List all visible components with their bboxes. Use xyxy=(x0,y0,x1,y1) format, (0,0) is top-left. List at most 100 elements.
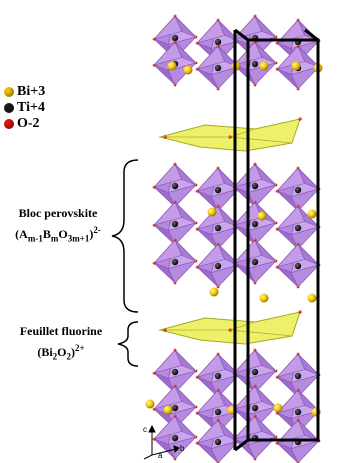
oxygen-atom xyxy=(173,162,177,166)
oxygen-atom xyxy=(253,238,257,242)
oxygen-atom xyxy=(216,242,220,246)
octahedron-face xyxy=(276,167,306,192)
oxygen-atom xyxy=(173,200,177,204)
bismuth-atom xyxy=(167,61,177,71)
titanium-atom xyxy=(294,224,302,232)
oxygen-atom xyxy=(228,135,232,139)
oxygen-atom xyxy=(195,411,199,415)
oxygen-atom xyxy=(152,261,156,265)
oxygen-atom xyxy=(194,259,198,263)
octahedron-face xyxy=(196,243,226,268)
titanium-atom xyxy=(251,258,259,266)
titanium-atom xyxy=(171,182,179,190)
octahedron-face xyxy=(290,440,321,463)
octahedron-face xyxy=(196,205,226,230)
titanium-atom xyxy=(171,258,179,266)
octahedron-face xyxy=(196,167,226,192)
octahedron-face xyxy=(196,19,226,44)
octahedron-face xyxy=(210,66,241,90)
bismuth-swatch xyxy=(4,87,14,97)
oxygen-atom xyxy=(216,166,220,170)
titanium-atom xyxy=(171,220,179,228)
oxygen-atom xyxy=(274,259,278,263)
bismuth-atom xyxy=(307,209,317,219)
octahedron-face xyxy=(210,264,241,288)
titanium-atom xyxy=(171,404,179,412)
axis-c-label: c xyxy=(143,425,147,434)
legend-label-oxygen: O-2 xyxy=(17,116,40,131)
octahedron-face xyxy=(153,349,183,374)
oxygen-atom xyxy=(275,189,279,193)
bismuth-atom xyxy=(259,293,269,303)
octahedron-face xyxy=(276,205,306,230)
titanium-atom xyxy=(214,64,222,72)
fluorine-sheet-plane xyxy=(158,118,301,152)
oxygen-atom xyxy=(173,238,177,242)
oxygen-atom xyxy=(152,371,156,375)
unit-cell-outline xyxy=(233,28,320,452)
oxygen-atom xyxy=(275,375,279,379)
oxygen-atom xyxy=(195,41,199,45)
octahedron xyxy=(232,14,278,61)
oxygen-atom xyxy=(195,67,199,71)
titanium-atom xyxy=(214,186,222,194)
oxygen-atom xyxy=(296,242,300,246)
oxygen-atom xyxy=(152,223,156,227)
oxygen-atom xyxy=(216,18,220,22)
oxygen-swatch xyxy=(4,119,14,129)
bismuth-atom xyxy=(207,207,217,217)
oxygen-atom xyxy=(194,221,198,225)
oxygen-atom xyxy=(173,14,177,18)
oxygen-atom xyxy=(194,35,198,39)
titanium-swatch xyxy=(4,103,14,113)
octahedron-face xyxy=(196,419,226,444)
oxygen-atom xyxy=(173,384,177,388)
octahedron xyxy=(275,242,321,289)
oxygen-atom xyxy=(173,40,177,44)
octahedron-face xyxy=(153,201,183,226)
octahedron xyxy=(152,238,198,285)
oxygen-atom xyxy=(216,44,220,48)
oxygen-atom xyxy=(195,375,199,379)
oxygen-atom xyxy=(253,414,257,418)
oxygen-atom xyxy=(163,135,167,139)
oxygen-atom xyxy=(216,352,220,356)
octahedron xyxy=(152,414,198,461)
titanium-atom xyxy=(214,438,222,446)
oxygen-atom xyxy=(296,18,300,22)
oxygen-atom xyxy=(173,348,177,352)
octahedron-face xyxy=(290,66,321,90)
titanium-atom xyxy=(251,368,259,376)
legend-item-bismuth: Bi+3 xyxy=(4,84,45,100)
bismuth-atom xyxy=(273,403,283,413)
oxygen-atom xyxy=(253,348,257,352)
fluorine-label: Feuillet fluorine (Bi2O2)2+ xyxy=(2,323,120,365)
oxygen-atom xyxy=(195,441,199,445)
oxygen-atom xyxy=(216,87,220,91)
oxygen-atom xyxy=(152,407,156,411)
octahedron xyxy=(195,44,241,91)
octahedron xyxy=(275,352,321,399)
octahedron-face xyxy=(167,436,198,460)
titanium-atom xyxy=(251,60,259,68)
oxygen-atom xyxy=(274,35,278,39)
titanium-atom xyxy=(251,182,259,190)
titanium-atom xyxy=(251,220,259,228)
oxygen-atom xyxy=(296,87,300,91)
oxygen-atom xyxy=(216,388,220,392)
bismuth-atom xyxy=(145,399,155,409)
fluorine-title: Feuillet fluorine xyxy=(19,324,103,338)
titanium-atom xyxy=(171,434,179,442)
octahedron-face xyxy=(276,389,306,414)
oxygen-atom xyxy=(194,61,198,65)
oxygen-atom xyxy=(296,352,300,356)
octahedron-face xyxy=(153,163,183,188)
oxygen-atom xyxy=(253,14,257,18)
oxygen-atom xyxy=(298,117,302,121)
oxygen-atom xyxy=(275,227,279,231)
perovskite-brace xyxy=(111,159,139,313)
octahedron-face xyxy=(153,385,183,410)
oxygen-atom xyxy=(296,166,300,170)
fluorine-sheet-edge xyxy=(229,329,293,337)
octahedron xyxy=(195,418,241,463)
